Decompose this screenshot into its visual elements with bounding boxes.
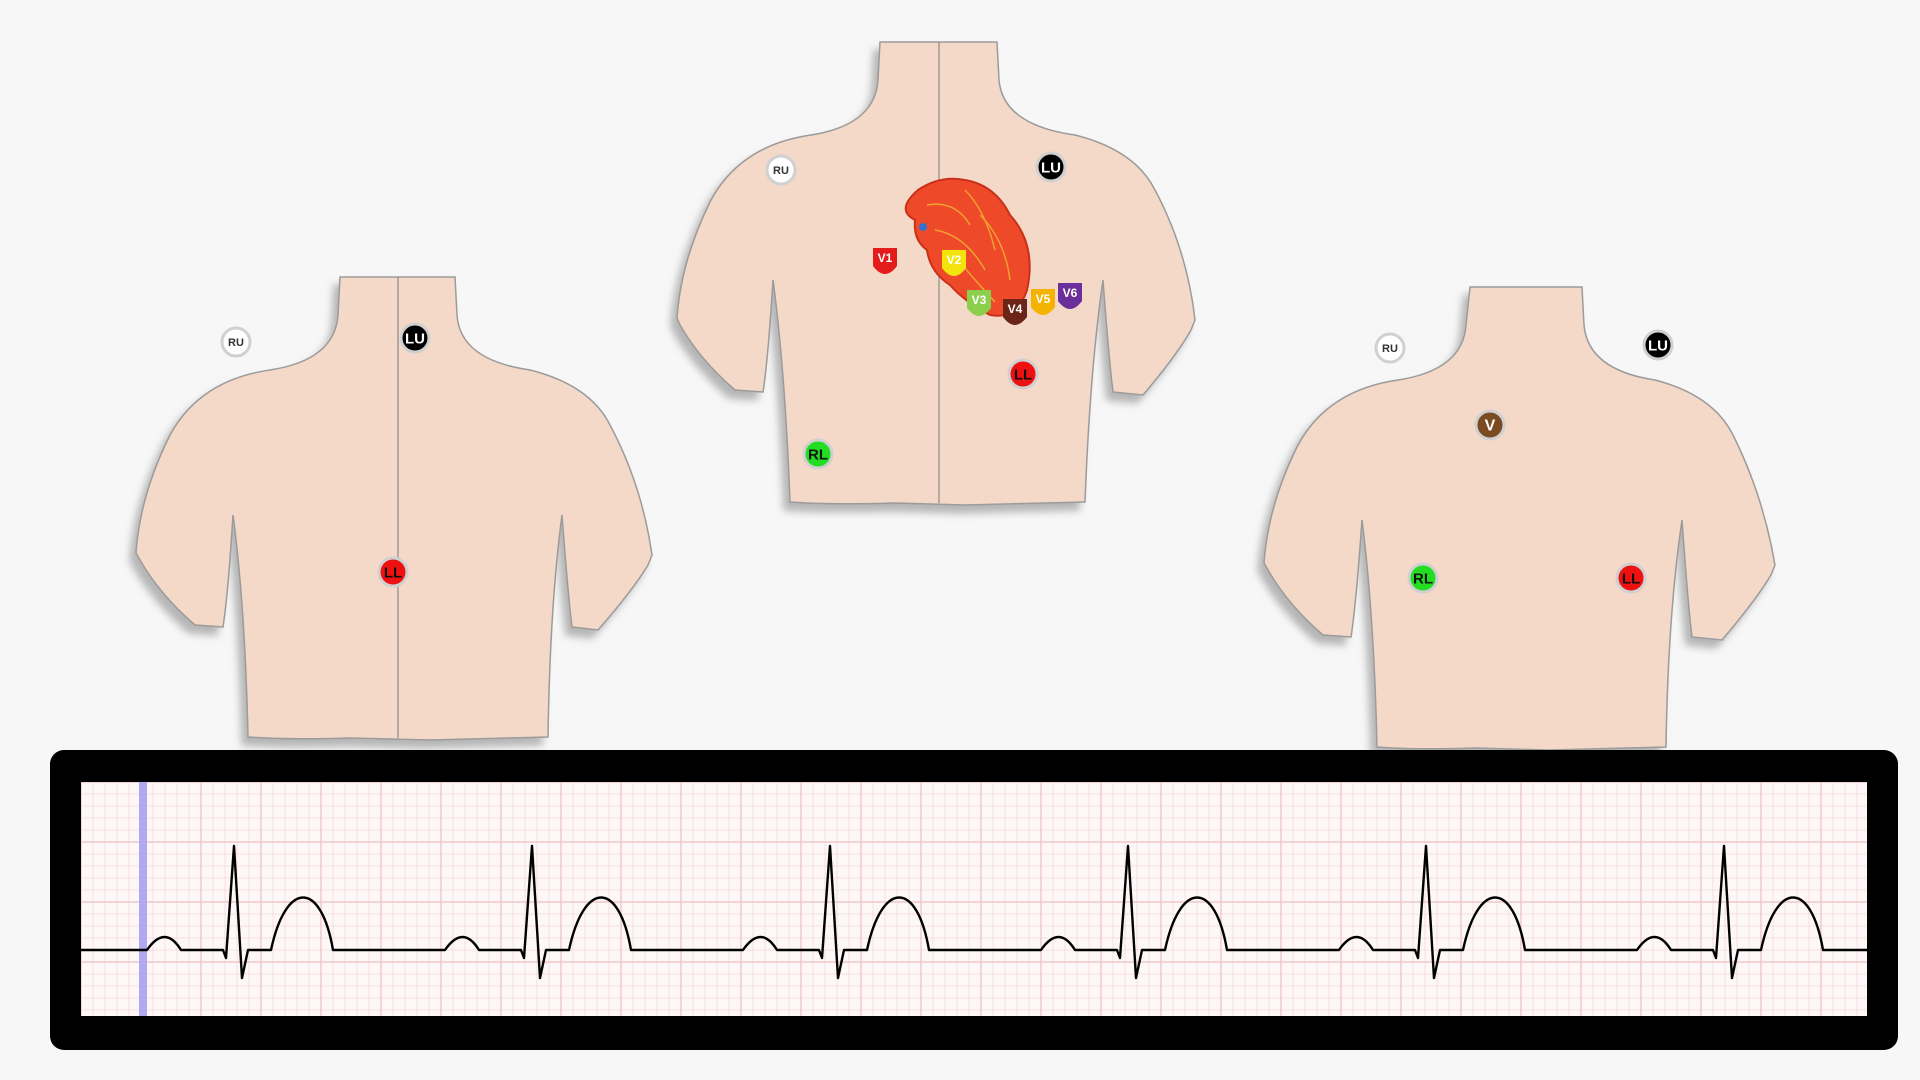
electrode-ru[interactable]: RU: [220, 326, 252, 358]
electrode-label: RL: [1413, 571, 1433, 588]
electrode-ru[interactable]: RU: [765, 154, 797, 186]
chest-lead-label: V1: [878, 251, 893, 265]
electrode-label: LL: [1622, 571, 1640, 588]
electrode-label: LU: [1648, 338, 1668, 355]
chest-lead-v5[interactable]: V5: [1031, 289, 1055, 315]
electrode-label: RU: [228, 337, 244, 349]
heart-anatomy-icon: [904, 177, 1031, 317]
chest-lead-v3[interactable]: V3: [967, 290, 991, 316]
ecg-trace: [81, 844, 1867, 980]
electrode-lu[interactable]: LU: [399, 322, 431, 354]
electrode-ru[interactable]: RU: [1374, 332, 1406, 364]
electrode-label: LL: [384, 565, 402, 582]
ecg-cursor: [139, 782, 147, 1016]
ecg-rhythm-strip: [81, 782, 1867, 1016]
chest-lead-v2[interactable]: V2: [942, 250, 966, 276]
electrode-label: LU: [405, 331, 425, 348]
torso-back-view: RU LU LL: [135, 276, 653, 741]
torso-shape: [135, 276, 653, 741]
chest-lead-v1[interactable]: V1: [873, 248, 897, 274]
chest-lead-label: V4: [1008, 302, 1023, 316]
electrode-label: RU: [1382, 343, 1398, 355]
chest-lead-label: V2: [947, 253, 962, 267]
ecg-paper: [81, 782, 1867, 1016]
electrode-label: RU: [773, 165, 789, 177]
electrode-label: V: [1485, 418, 1496, 435]
chest-lead-label: V6: [1063, 286, 1078, 300]
electrode-ll[interactable]: LL: [1007, 358, 1039, 390]
torso-front-view-5-lead: RU LU V RL LL: [1263, 286, 1776, 751]
chest-lead-v6[interactable]: V6: [1058, 283, 1082, 309]
electrode-ll[interactable]: LL: [377, 556, 409, 588]
chest-lead-label: V5: [1036, 292, 1051, 306]
chest-lead-label: V3: [972, 293, 987, 307]
electrode-ll[interactable]: LL: [1615, 562, 1647, 594]
electrode-label: LL: [1014, 367, 1032, 384]
ecg-grid: [81, 782, 1867, 1016]
torso-shape: [1263, 286, 1776, 751]
electrode-lu[interactable]: LU: [1642, 329, 1674, 361]
electrode-rl[interactable]: RL: [1407, 562, 1439, 594]
electrode-v[interactable]: V: [1474, 409, 1506, 441]
electrode-lu[interactable]: LU: [1035, 151, 1067, 183]
chest-lead-v4[interactable]: V4: [1003, 299, 1027, 325]
electrode-label: RL: [808, 447, 828, 464]
electrode-label: LU: [1041, 160, 1061, 177]
electrode-rl[interactable]: RL: [802, 438, 834, 470]
